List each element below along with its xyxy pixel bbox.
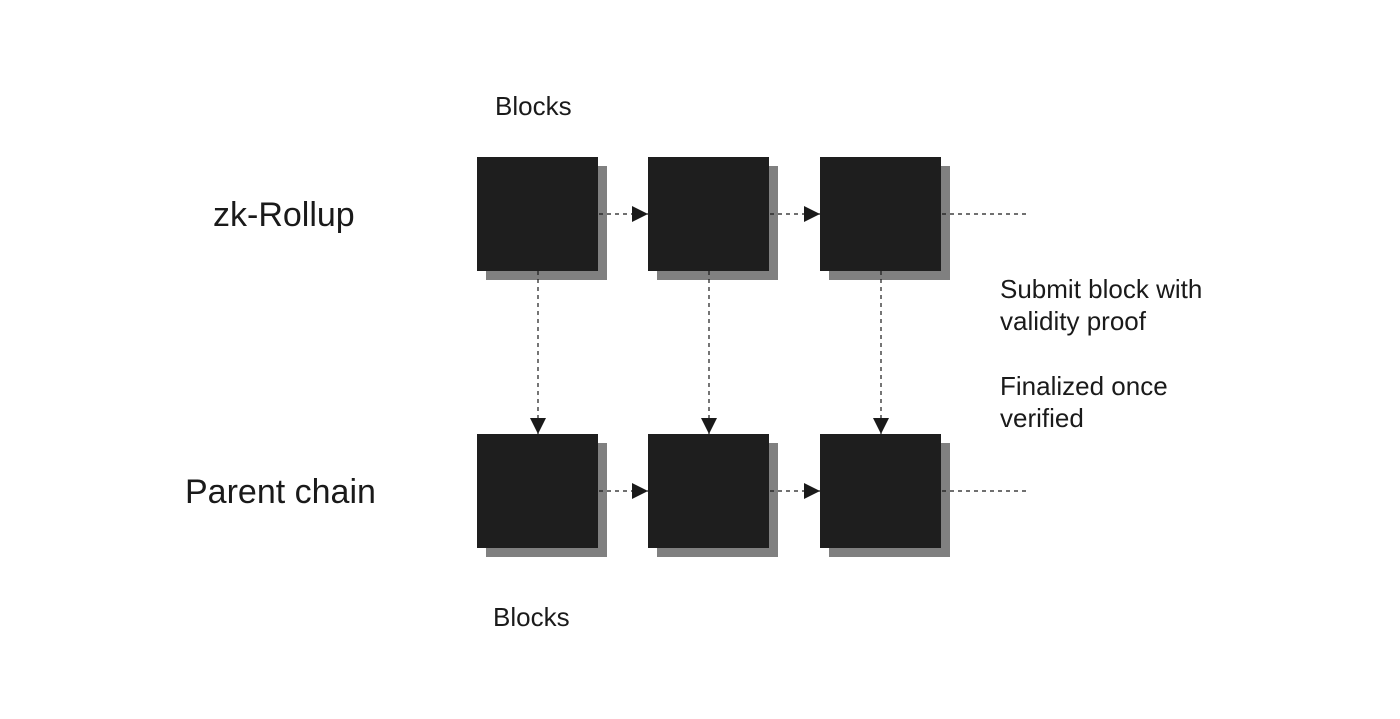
finalized-note-line-1: Finalized once <box>1000 371 1168 401</box>
rollup-block-1 <box>477 157 607 280</box>
bottom-blocks-label: Blocks <box>493 602 570 632</box>
top-blocks-label: Blocks <box>495 91 572 121</box>
submit-note-line-2: validity proof <box>1000 306 1146 336</box>
parent-block-1 <box>477 434 607 557</box>
parent-chain-row-title: Parent chain <box>185 473 376 511</box>
finalized-note: Finalized once verified <box>1000 370 1168 434</box>
submit-note: Submit block with validity proof <box>1000 273 1202 337</box>
rollup-row-title: zk-Rollup <box>213 196 355 234</box>
submit-note-line-1: Submit block with <box>1000 274 1203 304</box>
rollup-block-2 <box>648 157 778 280</box>
parent-block-3 <box>820 434 950 557</box>
rollup-block-3 <box>820 157 950 280</box>
finalized-note-line-2: verified <box>1000 403 1084 433</box>
parent-block-2 <box>648 434 778 557</box>
